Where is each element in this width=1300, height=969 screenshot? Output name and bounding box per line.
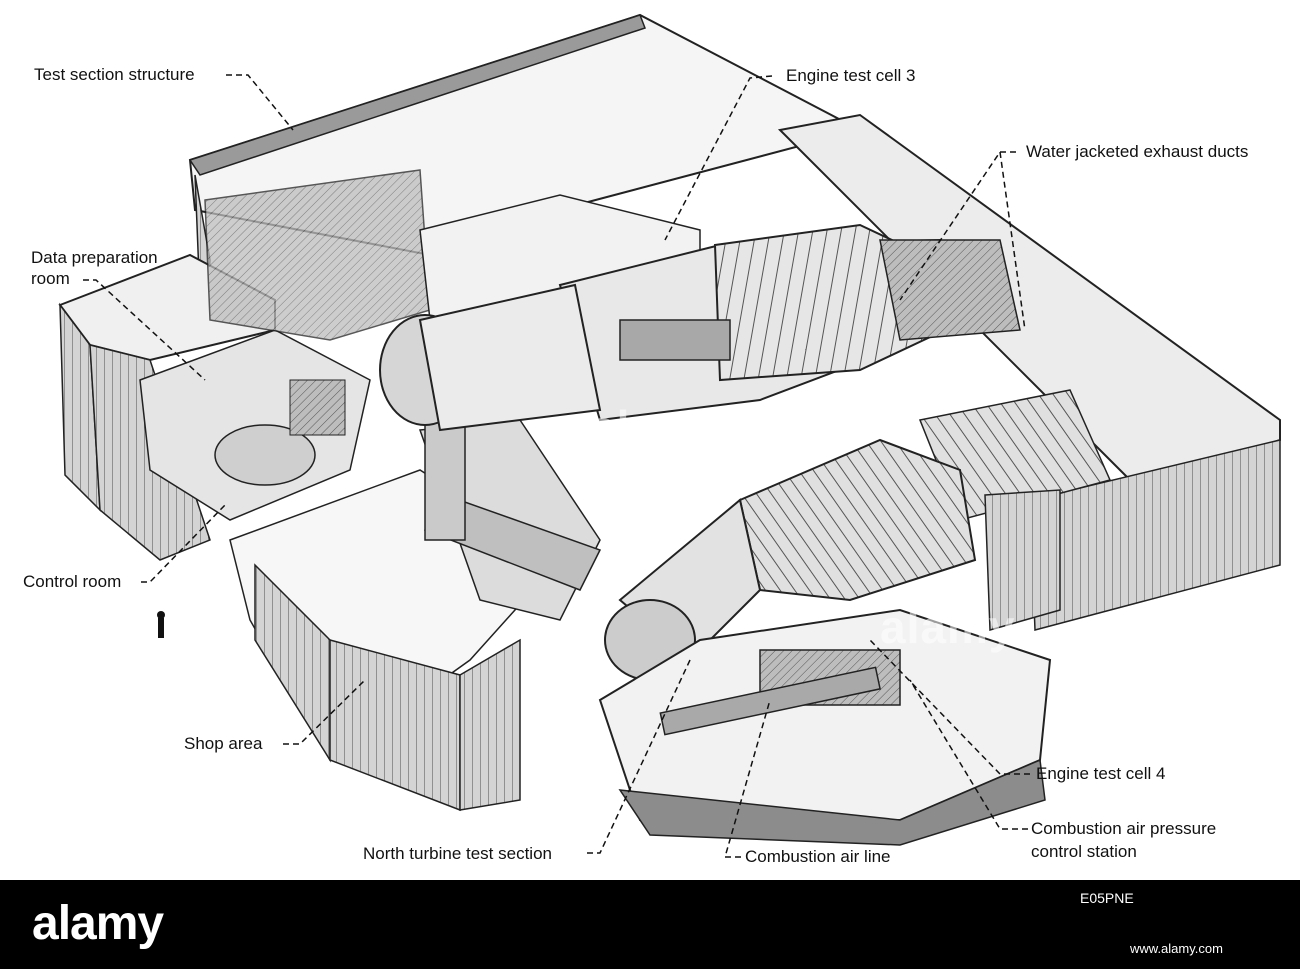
label-shop-area: Shop area xyxy=(184,734,263,753)
label-control-room: Control room xyxy=(23,572,122,591)
cutaway-illustration: Test section structure Engine test cell … xyxy=(23,13,1281,866)
pit-earth-cut xyxy=(618,758,1046,846)
test-cell-3-inlet-drum xyxy=(418,283,602,432)
label-data-preparation-room-line2: room xyxy=(31,269,70,288)
upper-level-structure xyxy=(204,169,431,341)
north-turbine-wall xyxy=(459,638,521,811)
control-room-console xyxy=(214,424,316,486)
footer-image-id: E05PNE xyxy=(1080,890,1134,906)
label-water-jacketed-exhaust-ducts: Water jacketed exhaust ducts xyxy=(1026,142,1249,161)
leader-lines xyxy=(83,74,1030,858)
label-data-preparation-room-line1: Data preparation xyxy=(31,248,158,267)
facility-cutaway-drawing xyxy=(58,13,1281,858)
footer-url: www.alamy.com xyxy=(1130,941,1223,956)
label-north-turbine-test-section: North turbine test section xyxy=(363,844,552,863)
footer-logo: alamy xyxy=(32,897,164,950)
equipment-racks xyxy=(289,379,346,436)
right-annex xyxy=(984,489,1061,631)
label-test-section-structure: Test section structure xyxy=(34,65,195,84)
roof-parapet xyxy=(188,14,646,176)
label-combustion-air-line: Combustion air line xyxy=(745,847,891,866)
footer-bar: alamy xyxy=(0,880,1300,969)
vertical-pipe xyxy=(424,419,466,541)
label-engine-test-cell-3: Engine test cell 3 xyxy=(786,66,916,85)
label-combustion-air-pressure-line1: Combustion air pressure xyxy=(1031,819,1217,838)
combustion-air-pipe xyxy=(659,666,881,736)
test-cell-3-engine xyxy=(619,319,731,361)
exhaust-duct-upper xyxy=(879,239,1021,341)
person-head xyxy=(157,611,165,619)
label-engine-test-cell-4: Engine test cell 4 xyxy=(1036,764,1166,783)
label-combustion-air-pressure-line2: control station xyxy=(1031,842,1137,861)
person-figure xyxy=(158,618,164,638)
